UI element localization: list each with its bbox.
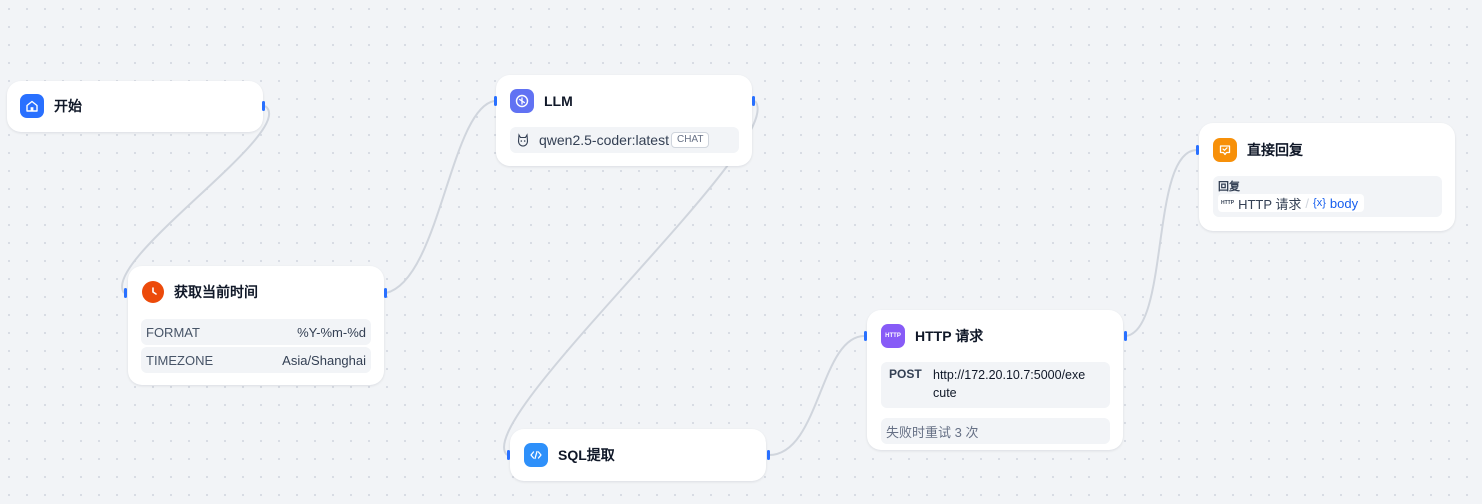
node-title: SQL提取 (558, 447, 615, 463)
retry-text: 失败时重试 3 次 (886, 424, 979, 440)
node-title: 开始 (54, 98, 82, 114)
param-value: Asia/Shanghai (282, 352, 366, 368)
edge-http-to-answer (1125, 149, 1198, 337)
param-key: FORMAT (146, 324, 200, 340)
request-url-line-1: http://172.20.10.7:5000/exe (933, 368, 1086, 382)
edge-time-to-llm (385, 100, 495, 294)
variable-reference[interactable]: HTTP HTTP 请求 / {x} body (1218, 194, 1365, 212)
ref-node-name: HTTP 请求 (1238, 196, 1302, 212)
llm-output-handle[interactable] (752, 96, 755, 106)
time-input-handle[interactable] (124, 288, 127, 298)
edge-sql-to-http (768, 334, 866, 456)
ref-variable-name: body (1329, 195, 1359, 211)
llm-node[interactable]: LLM qwen2.5-coder:latest CHAT (496, 75, 752, 166)
model-mode-badge: CHAT (670, 132, 710, 148)
variable-icon: {x} (1313, 197, 1326, 209)
node-title: HTTP 请求 (915, 328, 984, 344)
direct-reply-node[interactable]: 直接回复 回复 HTTP HTTP 请求 / {x} body (1199, 123, 1455, 231)
time-output-handle[interactable] (384, 288, 387, 298)
param-value: %Y-%m-%d (297, 324, 366, 340)
home-icon (20, 94, 44, 118)
node-title: 直接回复 (1247, 142, 1303, 158)
reply-icon (1213, 138, 1237, 162)
start-node[interactable]: 开始 (7, 81, 263, 132)
retry-info: 失败时重试 3 次 (881, 418, 1110, 444)
get-current-time-node[interactable]: 获取当前时间 FORMAT %Y-%m-%d TIMEZONE Asia/Sha… (128, 266, 384, 385)
ref-separator: / (1305, 195, 1310, 211)
http-input-handle[interactable] (864, 331, 867, 341)
http-request-node[interactable]: HTTP HTTP 请求 POST http://172.20.10.7:500… (867, 310, 1123, 450)
sql-output-handle[interactable] (767, 450, 770, 460)
code-icon (524, 443, 548, 467)
sql-extract-node[interactable]: SQL提取 (510, 429, 766, 481)
request-url-box: POST http://172.20.10.7:5000/exe cute (881, 362, 1110, 408)
param-row-timezone: TIMEZONE Asia/Shanghai (141, 347, 371, 373)
reply-input-handle[interactable] (1196, 145, 1199, 155)
http-method: POST (889, 367, 922, 381)
clock-icon (142, 281, 164, 303)
model-name: qwen2.5-coder:latest (539, 132, 669, 148)
param-key: TIMEZONE (146, 352, 214, 368)
http-small-icon: HTTP (1221, 200, 1235, 206)
model-icon (515, 132, 531, 148)
reply-label: 回复 (1218, 181, 1240, 193)
request-url-line-2: cute (933, 386, 957, 400)
node-title: LLM (544, 93, 573, 109)
model-selector[interactable]: qwen2.5-coder:latest CHAT (510, 127, 739, 153)
reply-content-box: 回复 HTTP HTTP 请求 / {x} body (1213, 176, 1442, 217)
start-output-handle[interactable] (262, 101, 265, 111)
llm-input-handle[interactable] (494, 96, 497, 106)
http-output-handle[interactable] (1124, 331, 1127, 341)
openai-icon (510, 89, 534, 113)
sql-input-handle[interactable] (507, 450, 510, 460)
http-icon: HTTP (881, 324, 905, 348)
node-title: 获取当前时间 (174, 284, 258, 300)
param-row-format: FORMAT %Y-%m-%d (141, 319, 371, 345)
edge-start-to-time (121, 105, 270, 294)
